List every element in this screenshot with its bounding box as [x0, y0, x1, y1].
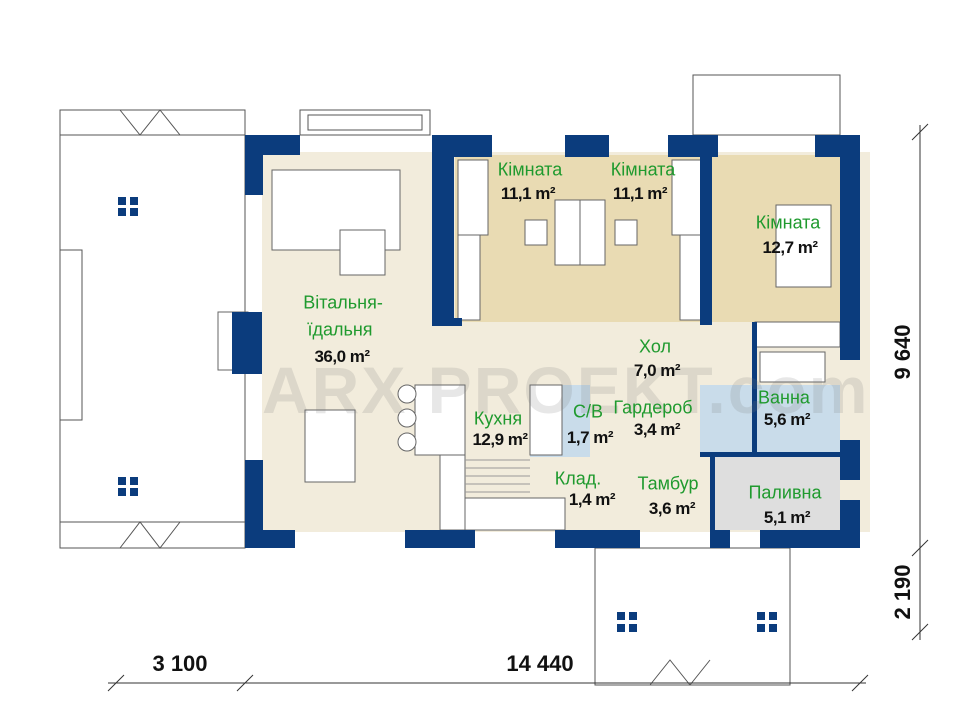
porches	[299, 74, 841, 686]
room-name-boiler-room: Паливна	[748, 482, 822, 503]
room-area-wc: 1,7 m²	[566, 428, 614, 447]
room-name-vestibule: Тамбур	[637, 473, 699, 494]
room-name-bedroom-2: Кімната	[610, 159, 676, 180]
room-name-bedroom-1: Кімната	[497, 159, 563, 180]
room-area-boiler-room: 5,1 m²	[763, 508, 811, 527]
room-name-wardrobe: Гардероб	[613, 397, 693, 418]
room-area-wardrobe: 3,4 m²	[633, 420, 681, 439]
floor-bath	[700, 385, 840, 457]
room-name-storage: Клад.	[554, 468, 602, 489]
room-name-kitchen: Кухня	[473, 408, 523, 429]
room-area-vestibule: 3,6 m²	[648, 499, 696, 518]
room-area-bathroom: 5,6 m²	[763, 410, 811, 429]
dimension-porch-depth: 2 190	[890, 564, 915, 620]
room-area-bedroom-3: 12,7 m²	[762, 238, 818, 257]
terrace-left	[59, 109, 246, 549]
room-area-bedroom-2: 11,1 m²	[612, 184, 668, 203]
dimension-house-depth: 9 640	[890, 324, 915, 380]
dimension-house-width: 14 440	[506, 651, 574, 676]
room-name-bathroom: Ванна	[758, 387, 810, 408]
floor-boiler	[712, 457, 840, 530]
room-name-living-dining: Вітальня-	[303, 292, 383, 313]
room-area-living-dining: 36,0 m²	[314, 347, 370, 366]
room-area-bedroom-1: 11,1 m²	[500, 184, 556, 203]
room-name-living-dining-2: їдальня	[307, 319, 373, 340]
room-area-hall: 7,0 m²	[633, 361, 681, 380]
dimension-lines	[107, 123, 929, 692]
dimension-terrace-width: 3 100	[152, 651, 208, 676]
room-area-storage: 1,4 m²	[568, 490, 616, 509]
stairs-pattern	[465, 459, 530, 493]
terrace-posts	[118, 197, 777, 632]
walls	[232, 135, 860, 548]
room-name-bedroom-3: Кімната	[755, 212, 821, 233]
room-area-kitchen: 12,9 m²	[472, 430, 528, 449]
bedroom-furniture	[457, 159, 841, 383]
watermark: ARX PROEKT.com	[262, 353, 870, 427]
room-name-hall: Хол	[639, 336, 671, 357]
room-name-wc: С/В	[572, 401, 604, 422]
